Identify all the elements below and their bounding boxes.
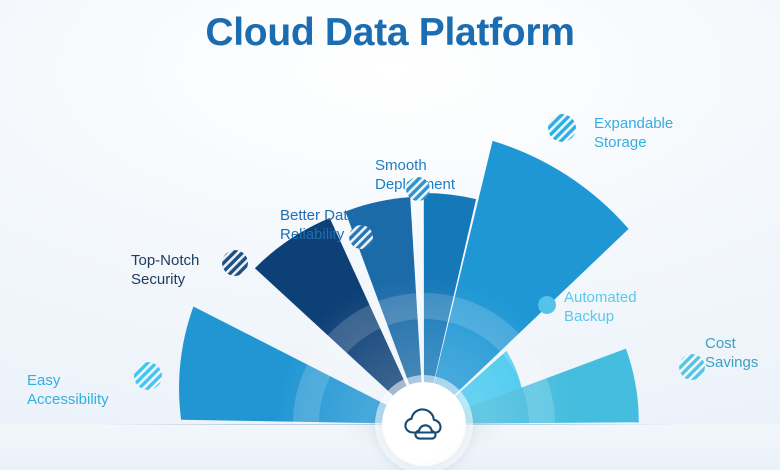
marker-better-data-reliability — [349, 225, 373, 249]
marker-cost-savings — [679, 354, 705, 380]
label-text-top-notch-security: Top-Notch Security — [131, 252, 200, 288]
label-top-notch-security: Top-Notch Security — [131, 232, 241, 308]
marker-easy-accessibility — [134, 362, 162, 390]
marker-top-notch-security — [222, 250, 248, 276]
inner-glow-ring — [274, 274, 574, 425]
marker-smooth-deployment — [406, 177, 430, 201]
label-cost-savings: Cost Savings — [705, 315, 780, 391]
label-text-better-data-reliability: Better Data Reliability — [280, 207, 356, 243]
page-title: Cloud Data Platform — [205, 11, 575, 54]
label-easy-accessibility: Easy Accessibility — [27, 352, 147, 428]
label-text-automated-backup: Automated Backup — [564, 289, 637, 325]
label-smooth-deployment: Smooth Deployment — [375, 137, 499, 213]
label-text-easy-accessibility: Easy Accessibility — [27, 372, 109, 408]
label-text-smooth-deployment: Smooth Deployment — [375, 157, 455, 193]
label-better-data-reliability: Better Data Reliability — [280, 187, 396, 263]
center-cloud-hub[interactable] — [382, 382, 466, 466]
label-text-cost-savings: Cost Savings — [705, 335, 759, 371]
label-automated-backup: Automated Backup — [564, 269, 684, 345]
label-expandable-storage: Expandable Storage — [594, 95, 724, 171]
marker-expandable-storage — [548, 114, 576, 142]
label-text-expandable-storage: Expandable Storage — [594, 115, 674, 151]
marker-automated-backup — [538, 296, 556, 314]
cloud-icon — [404, 408, 442, 440]
